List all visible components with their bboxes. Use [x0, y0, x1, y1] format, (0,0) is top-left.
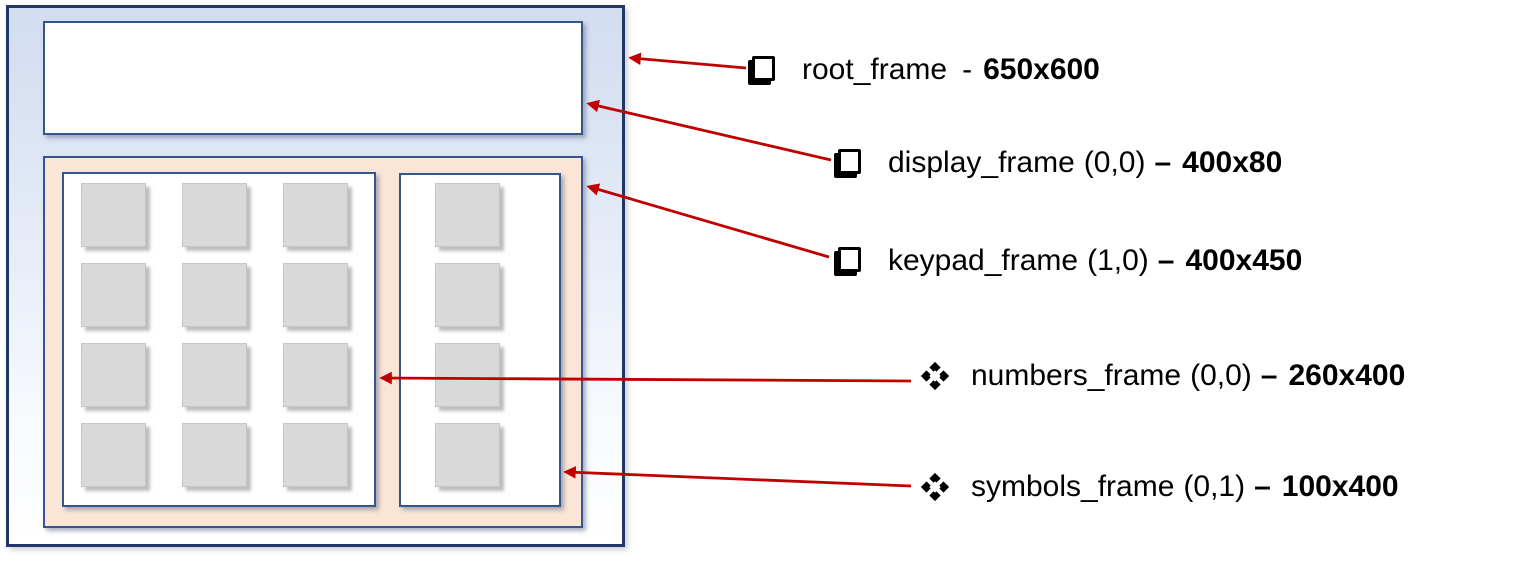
annotation-keypad-frame: keypad_frame (1,0) – 400x450 [833, 241, 1302, 281]
button-placeholder [435, 423, 500, 487]
button-placeholder [81, 423, 146, 487]
checkbox-square-icon [838, 148, 861, 174]
four-diamonds-icon [929, 370, 940, 381]
arrow-display-frame [586, 99, 832, 162]
annotation-numbers-frame: numbers_frame (0,0) – 260x400 [918, 356, 1405, 396]
button-placeholder [81, 263, 146, 327]
display-frame [43, 21, 583, 135]
checkbox-square-icon [752, 55, 775, 81]
dash-separator: – [1260, 359, 1278, 392]
frame-name: display_frame [888, 146, 1075, 179]
button-placeholder [283, 343, 348, 407]
dash-separator: – [1157, 244, 1175, 277]
annotation-display-frame: display_frame (0,0) – 400x80 [833, 143, 1282, 183]
button-placeholder [283, 263, 348, 327]
dash-separator: - [962, 53, 973, 86]
button-placeholder [283, 183, 348, 247]
annotation-symbols-frame: symbols_frame (0,1) – 100x400 [918, 467, 1399, 507]
dash-separator: – [1154, 146, 1172, 179]
frame-name: numbers_frame [971, 359, 1182, 392]
frame-grid-position: (0,0) [1083, 146, 1146, 179]
button-placeholder [182, 183, 247, 247]
frame-size: 400x450 [1185, 244, 1303, 277]
button-placeholder [435, 263, 500, 327]
frame-grid-position: (0,0) [1190, 359, 1252, 392]
keypad-frame [43, 156, 583, 528]
button-placeholder [182, 343, 247, 407]
checkbox-square-icon [838, 246, 861, 272]
button-placeholder [283, 423, 348, 487]
button-placeholder [81, 343, 146, 407]
annotation-root-frame: root_frame - 650x600 [747, 50, 1100, 90]
four-diamonds-icon [929, 481, 940, 492]
button-placeholder [435, 183, 500, 247]
dash-separator: – [1254, 470, 1271, 503]
arrow-root-frame [628, 52, 747, 70]
frame-grid-position: (0,1) [1183, 470, 1246, 503]
frame-name: root_frame [802, 53, 948, 86]
frame-grid-position: (1,0) [1087, 244, 1149, 277]
symbols-frame [399, 173, 561, 507]
frame-size: 260x400 [1288, 359, 1406, 392]
frame-size: 650x600 [983, 53, 1100, 86]
button-placeholder [182, 423, 247, 487]
frame-name: keypad_frame [888, 244, 1079, 277]
button-placeholder [182, 263, 247, 327]
frame-name: symbols_frame [971, 470, 1175, 503]
arrow-keypad-frame [586, 183, 830, 259]
root-frame [6, 5, 625, 547]
numbers-frame [62, 172, 376, 507]
button-placeholder [81, 183, 146, 247]
frame-size: 400x80 [1182, 146, 1283, 179]
button-placeholder [435, 343, 500, 407]
frame-size: 100x400 [1281, 470, 1399, 503]
